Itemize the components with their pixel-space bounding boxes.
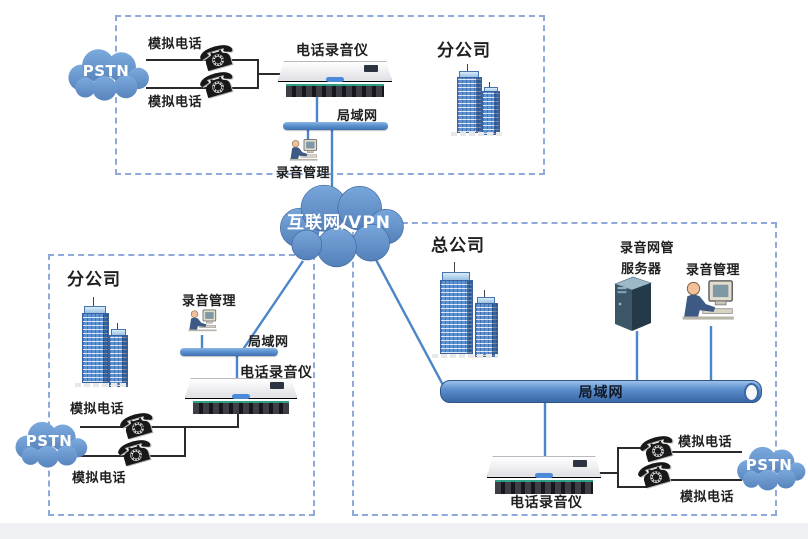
pstn-cloud-top: PSTN (60, 42, 152, 104)
recording-mgmt-label: 录音管理 (276, 166, 331, 181)
operator-workstation-icon (186, 307, 220, 335)
pipe-end-cap (744, 383, 759, 402)
lan-label: 局域网 (337, 109, 378, 124)
site-title: 分公司 (67, 270, 121, 290)
pstn-cloud-left: PSTN (8, 415, 90, 471)
recorder-label: 电话录音仪 (240, 365, 313, 381)
office-buildings-icon (449, 64, 505, 136)
analog-phone-label: 模拟电话 (70, 402, 125, 417)
site-title: 总公司 (431, 236, 485, 256)
recorder-label: 电话录音仪 (296, 43, 369, 59)
pstn-label: PSTN (82, 62, 130, 80)
pstn-label: PSTN (745, 456, 793, 474)
phone-recorder-device (487, 456, 601, 495)
branch-top-box (115, 15, 545, 175)
recording-mgmt-label: 录音管理 (182, 294, 237, 309)
recorder-logo-badge (232, 393, 250, 399)
office-buildings-icon (428, 262, 502, 360)
internet-vpn-cloud: 互联网/VPN (264, 176, 414, 268)
headquarters-box (352, 222, 777, 516)
recorder-chip (269, 382, 284, 390)
lan-label: 局域网 (248, 335, 289, 350)
phone-recorder-device (278, 61, 392, 98)
operator-workstation-icon (287, 137, 321, 164)
lan-bus-bar (283, 122, 388, 130)
server-tower-icon (611, 274, 655, 332)
recorder-logo-badge (326, 76, 344, 82)
recorder-port-panel (487, 476, 601, 496)
pstn-cloud-right: PSTN (730, 440, 808, 494)
analog-phone-label: 模拟电话 (72, 471, 127, 486)
analog-phone-label: 模拟电话 (678, 435, 733, 450)
footer-strip (0, 523, 808, 539)
recorder-chip (573, 460, 588, 468)
recorder-label: 电话录音仪 (510, 495, 583, 511)
office-buildings-icon (73, 297, 131, 389)
site-title: 分公司 (437, 41, 491, 61)
operator-workstation-icon (678, 276, 740, 326)
internet-vpn-label: 互联网/VPN (286, 212, 392, 233)
analog-phone-label: 模拟电话 (148, 37, 203, 52)
recorder-logo-badge (535, 472, 553, 478)
recorder-port-panel (185, 397, 297, 417)
recorder-chip (364, 65, 379, 73)
lan-pipe: 局域网 (440, 380, 762, 403)
branch-left-box (48, 254, 315, 516)
lan-label: 局域网 (578, 384, 624, 401)
phone-recorder-device (185, 378, 297, 415)
recorder-port-panel (278, 80, 392, 100)
nms-server-label-line2: 服务器 (621, 262, 662, 277)
analog-phone-label: 模拟电话 (148, 95, 203, 110)
nms-server-label-line1: 录音网管 (620, 241, 675, 256)
pstn-label: PSTN (25, 432, 73, 450)
analog-phone-label: 模拟电话 (680, 490, 735, 505)
lan-bus-bar (180, 348, 278, 356)
recording-mgmt-label: 录音管理 (686, 263, 741, 278)
